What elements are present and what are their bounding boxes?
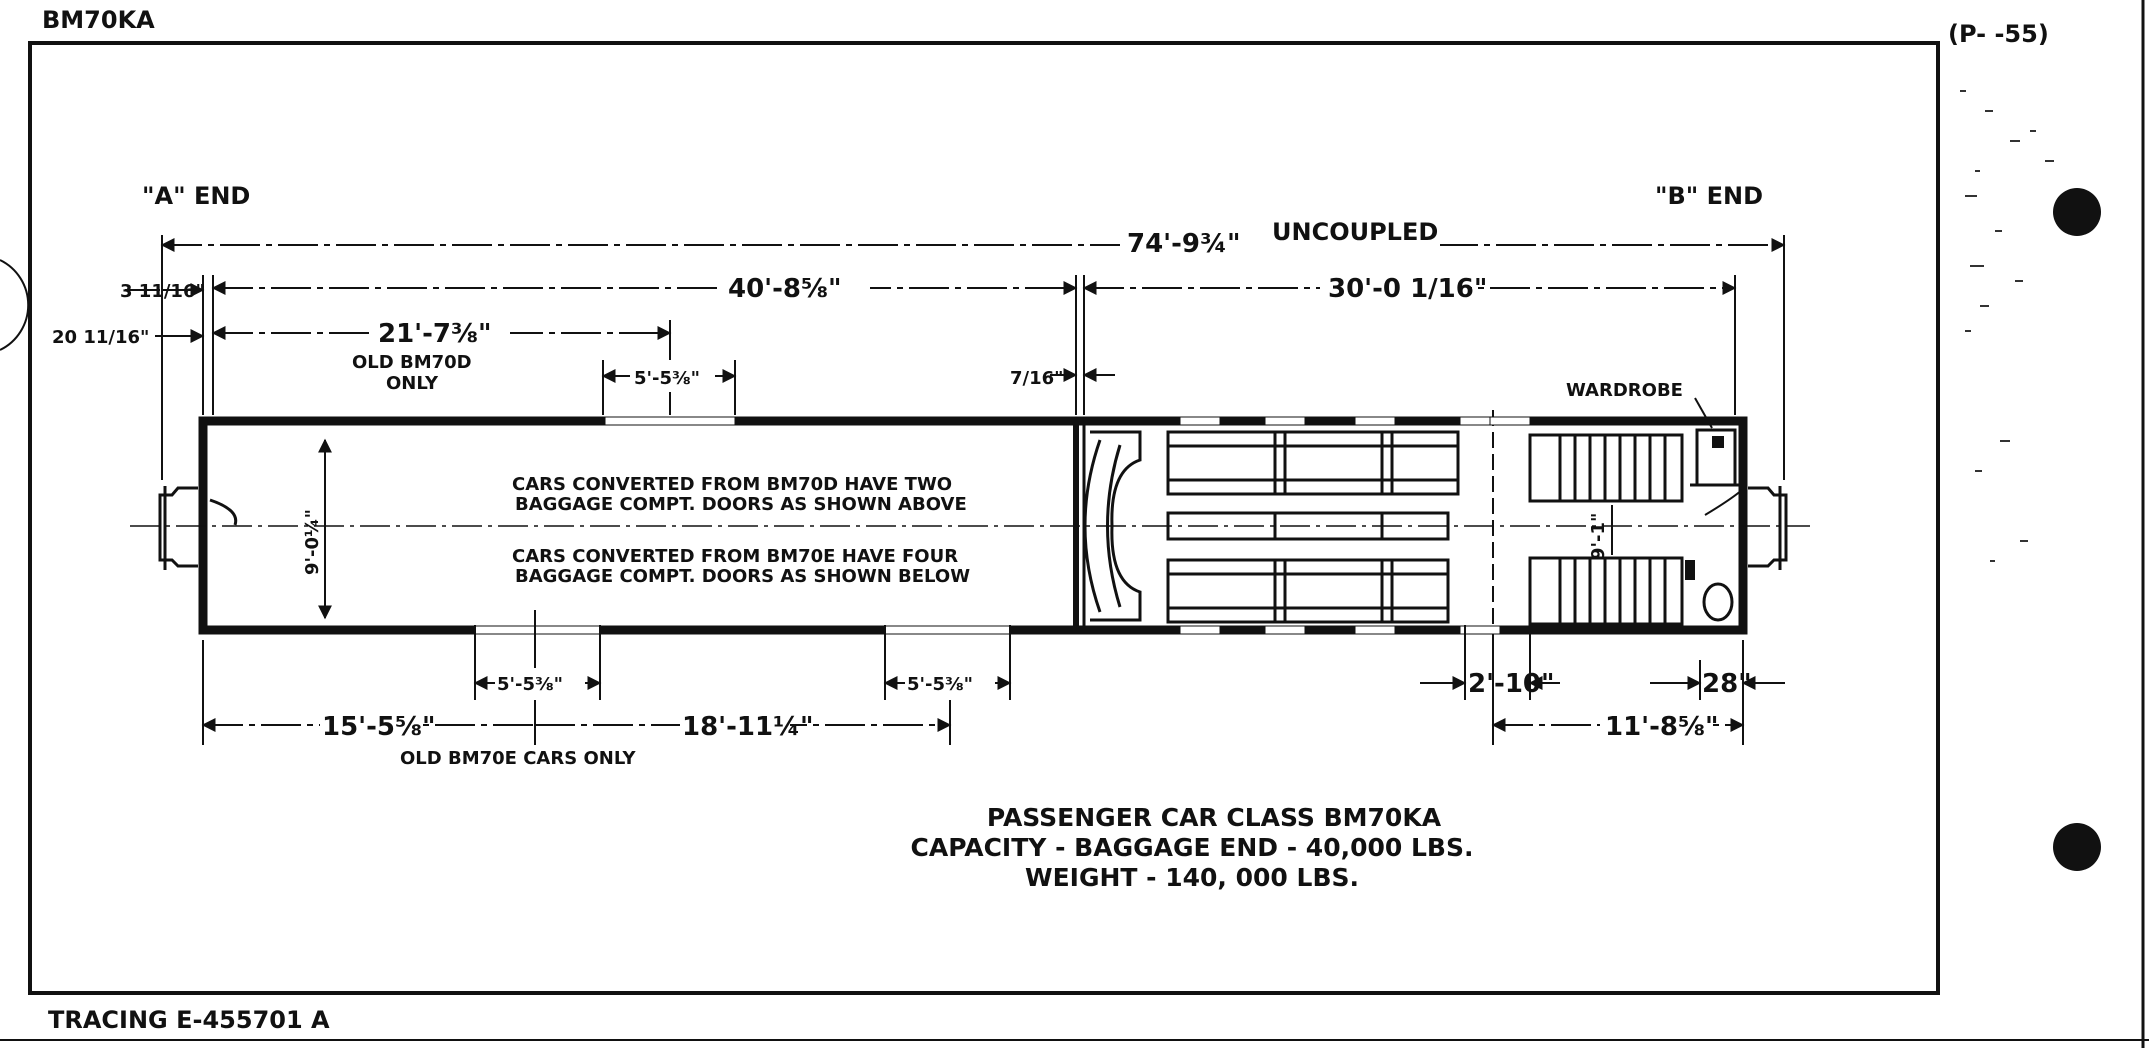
vestibule-width: 2'-10" xyxy=(1468,669,1555,699)
old-bm70d-label-2: ONLY xyxy=(386,373,439,394)
partition-gap: 7/16" xyxy=(1010,368,1064,389)
old-bm70d-label-1: OLD BM70D xyxy=(352,352,472,373)
wardrobe-label: WARDROBE xyxy=(1566,380,1683,401)
page-reference: (P- -55) xyxy=(1948,20,2049,48)
uncoupled-label: UNCOUPLED xyxy=(1272,218,1438,246)
end-offset-2: 20 11/16" xyxy=(52,327,149,348)
spec-weight: WEIGHT - 140, 000 LBS. xyxy=(1025,863,1359,892)
b-end-berths xyxy=(1528,428,1740,626)
lounge-seating xyxy=(1083,430,1142,622)
bottom-left-length: 15'-5⅝" xyxy=(322,712,435,742)
overall-length: 74'-9¾" xyxy=(1127,229,1240,259)
spec-title: PASSENGER CAR CLASS BM70KA xyxy=(987,803,1442,832)
end-offset-1: 3 11/16" xyxy=(120,281,205,302)
bottom-mid-length: 18'-11¼" xyxy=(682,712,814,742)
b-section-length: 11'-8⅝" xyxy=(1605,712,1718,742)
b-end-label: "B" END xyxy=(1655,182,1763,210)
car-width-baggage: 9'-0¼" xyxy=(302,509,323,575)
old-bm70d-length: 21'-7⅜" xyxy=(378,319,491,349)
spec-capacity: CAPACITY - BAGGAGE END - 40,000 LBS. xyxy=(911,833,1474,862)
toilet-icon xyxy=(1702,582,1734,622)
bottom-door-width-1: 5'-5⅜" xyxy=(497,674,563,695)
old-bm70e-label: OLD BM70E CARS ONLY xyxy=(400,748,636,769)
b-end-coupler xyxy=(1748,486,1788,570)
car-width-b-end: 9'-1" xyxy=(1588,513,1609,560)
scan-speckles xyxy=(1960,90,2054,562)
binder-hole-icon xyxy=(2053,188,2101,236)
a-end-label: "A" END xyxy=(142,182,250,210)
top-door-width: 5'-5⅜" xyxy=(634,368,700,389)
binder-hole-icon xyxy=(2053,823,2101,871)
tracing-number: TRACING E-455701 A xyxy=(48,1006,330,1034)
baggage-section-length: 40'-8⅝" xyxy=(728,274,841,304)
drawing-code: BM70KA xyxy=(42,6,155,34)
seat-rows xyxy=(1166,430,1460,624)
passenger-section-length: 30'-0 1/16" xyxy=(1328,274,1487,304)
a-end-coupler xyxy=(158,486,238,570)
note2-line2: BAGGAGE COMPT. DOORS AS SHOWN BELOW xyxy=(515,566,970,587)
note1-line1: CARS CONVERTED FROM BM70D HAVE TWO xyxy=(512,474,952,495)
drawing-frame xyxy=(28,41,1940,995)
note2-line1: CARS CONVERTED FROM BM70E HAVE FOUR xyxy=(512,546,958,567)
end-28-dim: 28" xyxy=(1702,669,1752,699)
note1-line2: BAGGAGE COMPT. DOORS AS SHOWN ABOVE xyxy=(515,494,967,515)
bottom-door-width-2: 5'-5⅜" xyxy=(907,674,973,695)
